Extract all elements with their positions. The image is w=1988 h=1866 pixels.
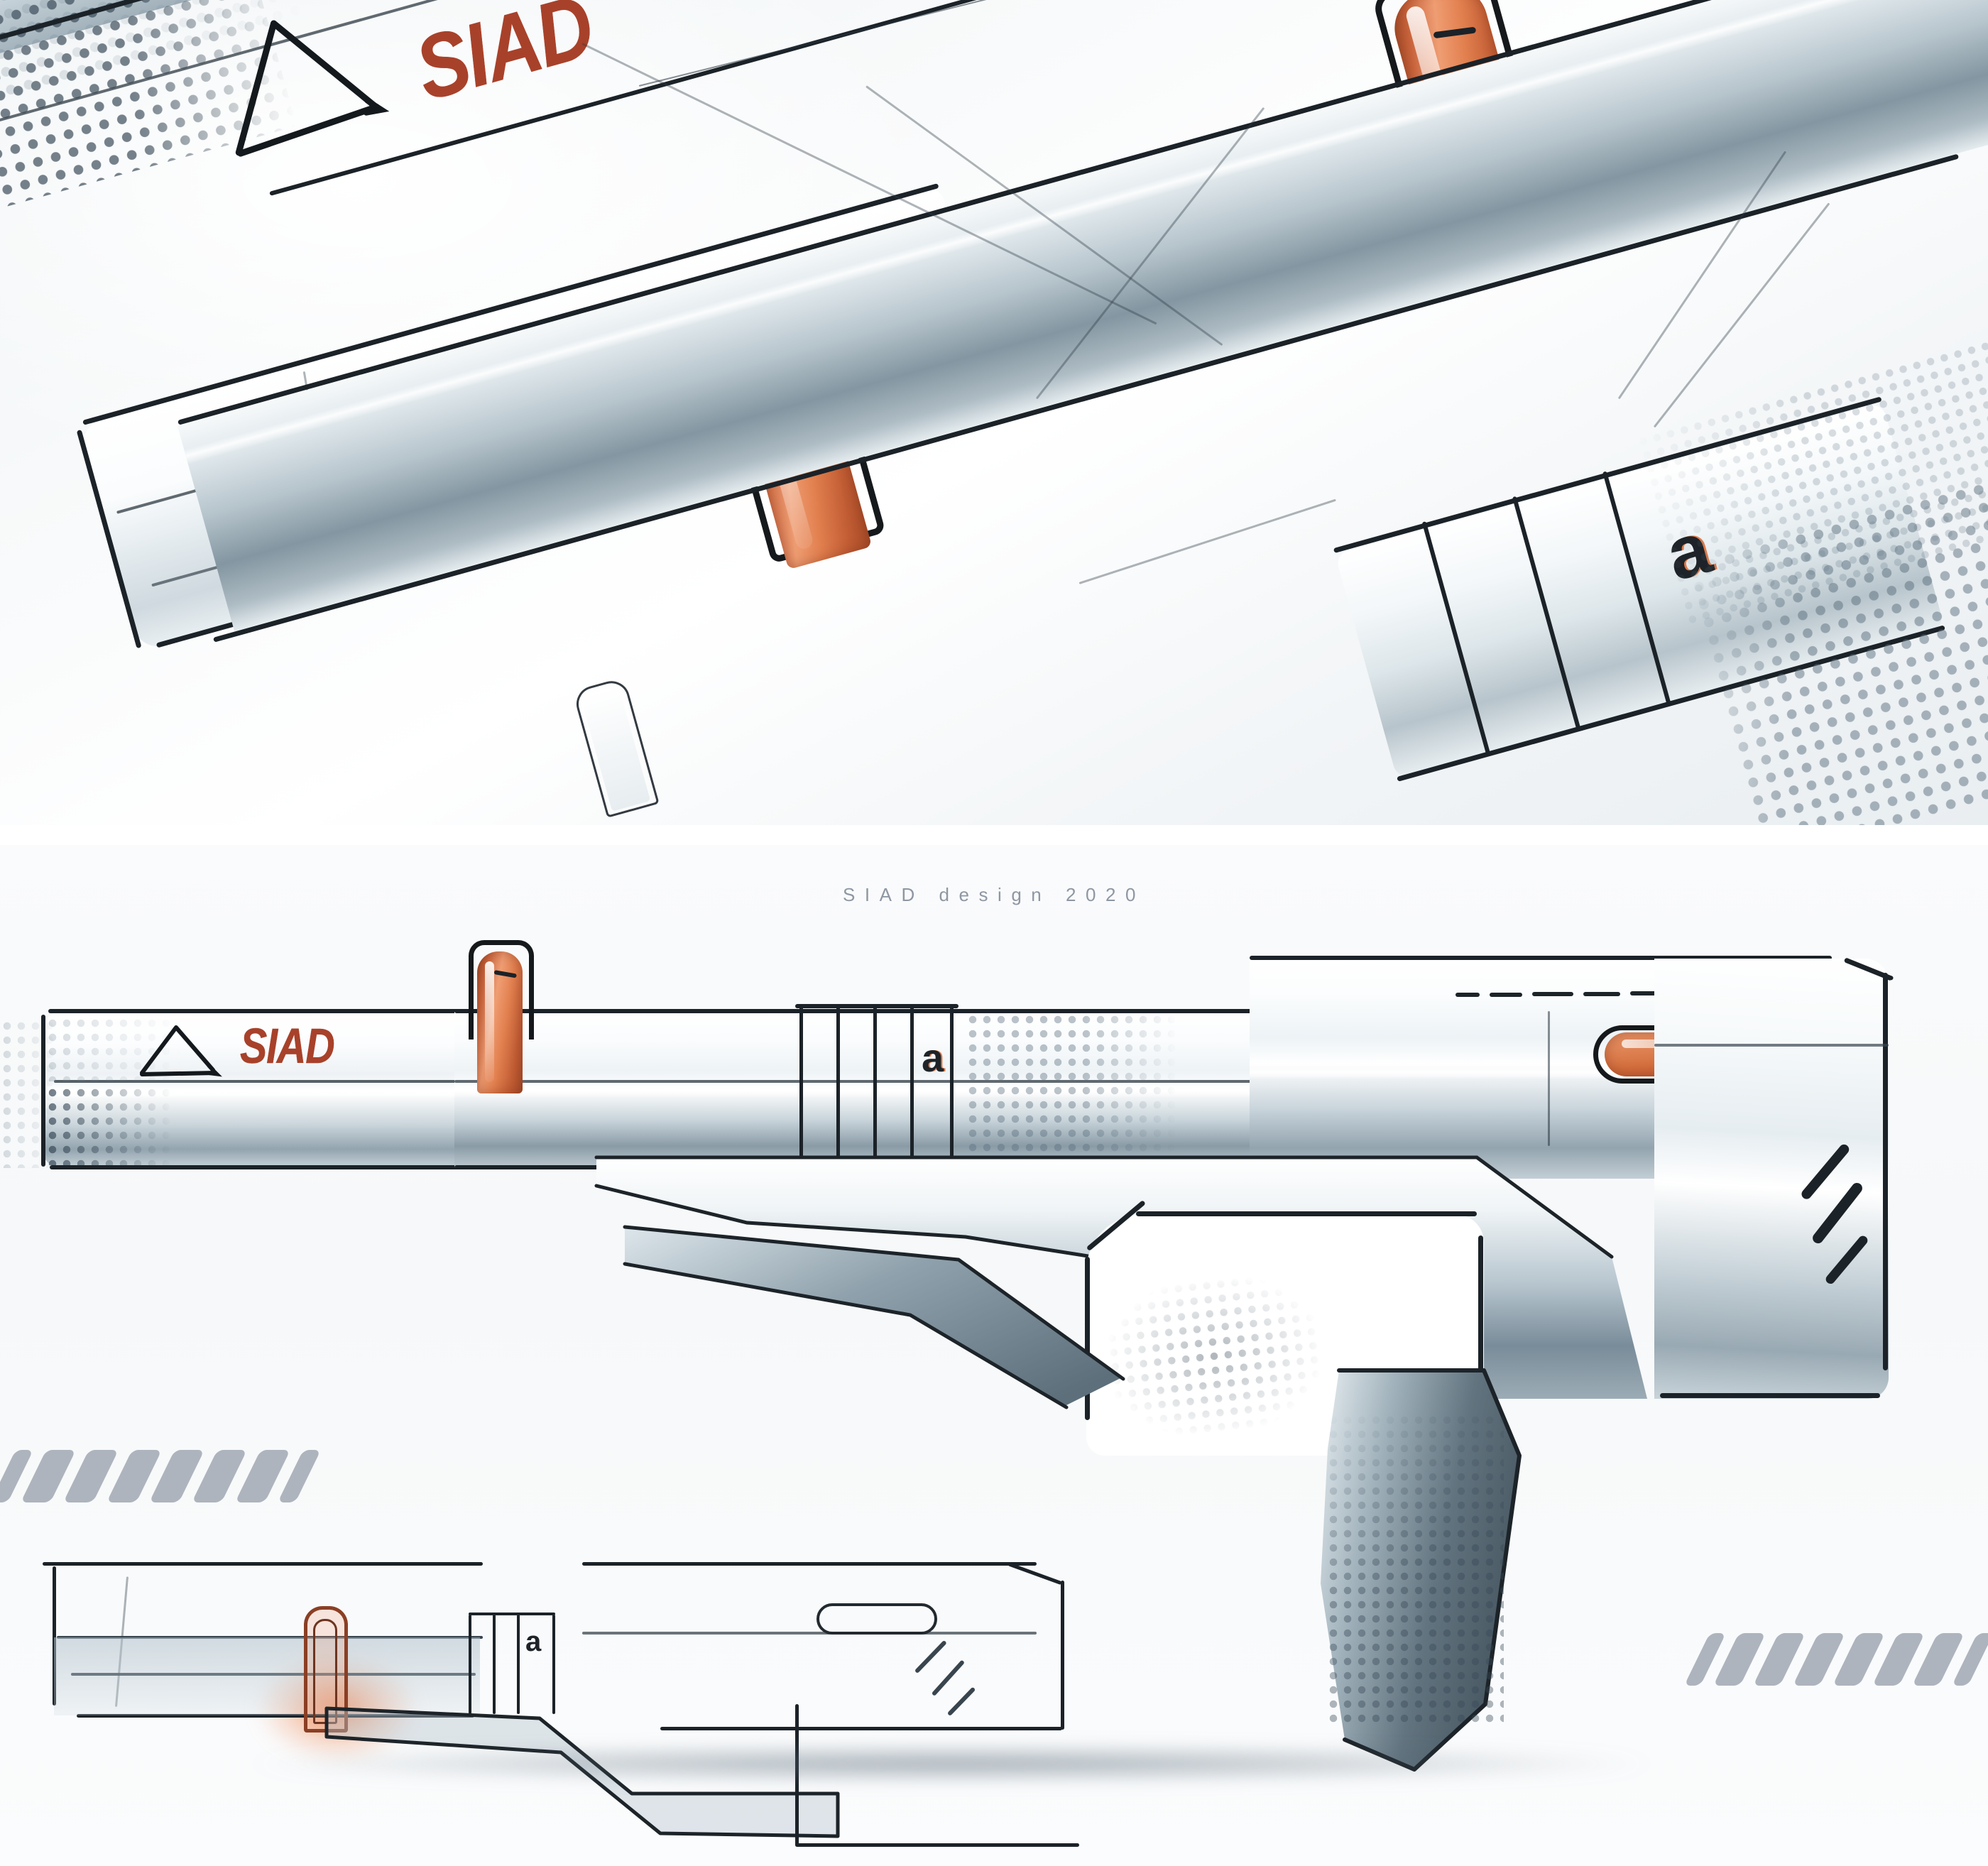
hero-forward-brace [623, 1214, 1264, 1420]
sketch-rib-1 [469, 1615, 471, 1714]
selector-switch-hero-gloss [485, 961, 494, 1082]
sketch-scuff-1 [914, 1639, 947, 1674]
sketch-grip-brace [324, 1706, 840, 1866]
selector-switch-hero-outline [469, 940, 534, 1040]
trigger-guard-edge-left [1085, 1257, 1090, 1420]
hero-glyph-a: a [922, 1035, 944, 1080]
sketch-rib-cap [469, 1613, 555, 1615]
triangle-outline-mark-hero [136, 1023, 222, 1079]
sketch-scuff-2 [931, 1659, 966, 1697]
muzzle-halftone-bleed [0, 1019, 61, 1168]
presentation-panel: SIAD a [0, 845, 1988, 1866]
stock-edge-right [1883, 973, 1888, 1370]
trigger-guard-edge-right [1478, 1235, 1483, 1434]
sketch-receiver-panel [582, 1632, 1037, 1635]
rib-1 [799, 1007, 803, 1169]
hazard-hatch-stripes-left [0, 1450, 322, 1502]
sketch-rib-cluster: a [469, 1613, 589, 1714]
siad-wordmark-detail: SIAD [405, 0, 604, 119]
sketch-barrel-top [43, 1562, 483, 1566]
sketch-barrel [43, 1562, 483, 1733]
copper-selector-switch-hero[interactable] [469, 940, 534, 1093]
rib-5 [950, 1007, 954, 1169]
barrel-shroud-end-cap [41, 1015, 45, 1167]
sketch-receiver-slot [816, 1603, 937, 1635]
stock-bottom-edge [1660, 1393, 1880, 1398]
sketch-receiver-top [582, 1562, 1037, 1566]
sheet-caption: SIAD design 2020 [843, 884, 1145, 905]
upper-receiver-panel-line [1548, 1011, 1550, 1146]
sketch-stock-edge-bottom [795, 1843, 1079, 1847]
sketch-barrel-tone [54, 1637, 480, 1715]
barrel-shroud-edge-top [48, 1009, 474, 1013]
hero-rib-cluster: a [795, 1004, 994, 1172]
sketch-receiver-right [1061, 1581, 1064, 1730]
upper-receiver-edge-top [1250, 956, 1832, 960]
sketch-glyph-a: a [525, 1626, 542, 1657]
barrel-shroud-crease [54, 1080, 462, 1083]
sketch-rib-4 [552, 1615, 555, 1714]
hero-stock [1654, 957, 1894, 1399]
line-sketch-view: a [43, 1555, 1079, 1853]
construction-line-5 [1078, 498, 1336, 584]
barrel-shroud-edge-bottom [50, 1165, 474, 1169]
barrel-shroud-halftone-bottom [45, 1086, 173, 1165]
stock-face [1654, 959, 1889, 1399]
stock-panel-line [1654, 1044, 1889, 1047]
hero-pistol-grip[interactable] [1306, 1368, 1562, 1796]
sketch-barrel-cap [53, 1566, 56, 1706]
sketch-rib-3 [517, 1615, 520, 1714]
hazard-hatch-stripes-right [1683, 1633, 1988, 1686]
siad-wordmark-hero: SIAD [240, 1018, 335, 1074]
sketch-receiver [582, 1558, 1079, 1742]
hero-barrel-shroud: SIAD [41, 1009, 474, 1169]
triangle-outline-mark [198, 0, 391, 167]
trigger-guard-edge-top [1136, 1211, 1477, 1216]
panel-divider [0, 825, 1988, 845]
sketch-rib-2 [493, 1615, 496, 1714]
rib-3 [873, 1007, 877, 1169]
rib-4 [910, 1007, 914, 1169]
sketch-barrel-bottom [77, 1714, 474, 1718]
rib-2 [836, 1007, 840, 1169]
handguard-edge-top [454, 1009, 1456, 1013]
sketch-stock-plate [795, 1704, 1079, 1866]
detail-closeup-panel: SIAD [0, 0, 1988, 825]
lower-barrel-switch[interactable] [572, 677, 660, 821]
sketch-receiver-bottom [660, 1727, 1062, 1730]
rib-top-cap [795, 1004, 958, 1008]
hero-halftone-mid [966, 1013, 1179, 1167]
ground-shadow [43, 1743, 1860, 1784]
grip-halftone [1326, 1413, 1504, 1725]
